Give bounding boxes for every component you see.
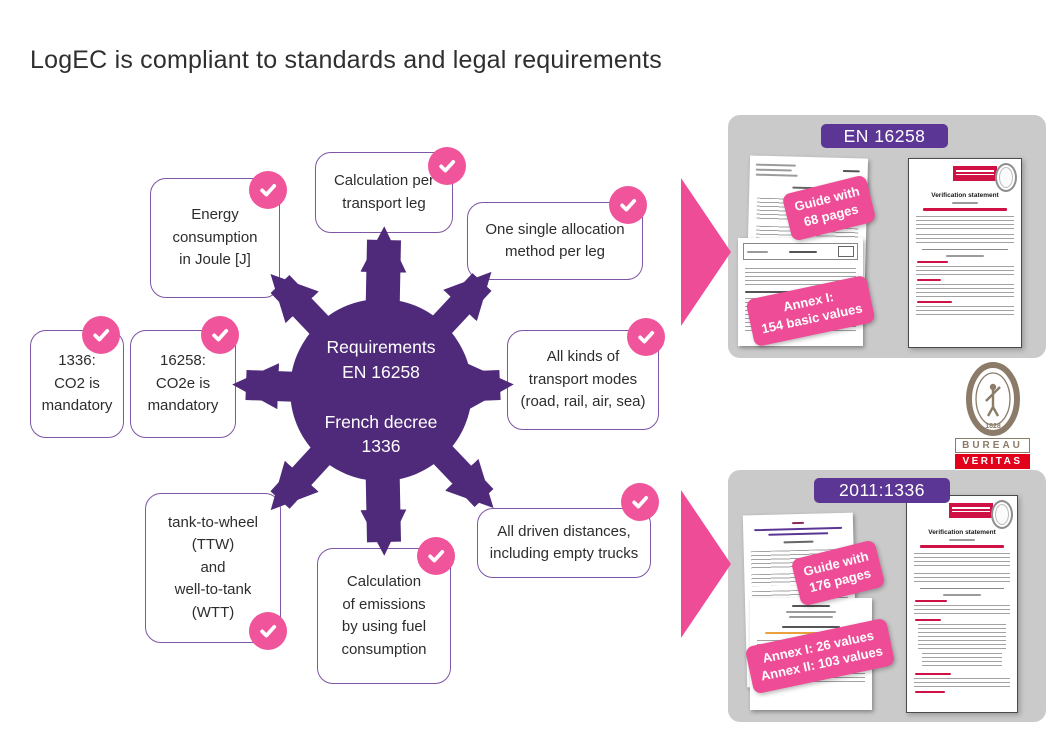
bureau-veritas-banner xyxy=(953,166,997,181)
check-badge xyxy=(417,537,455,575)
bureau-veritas-seal-icon: 1828 xyxy=(965,362,1020,436)
check-badge xyxy=(428,147,466,185)
panel-2011-1336-title: 2011:1336 xyxy=(814,478,950,503)
verification-doc-title: Verification statement xyxy=(931,192,999,199)
hub-label: Requirements EN 16258 French decree 1336 xyxy=(324,337,438,457)
check-icon xyxy=(632,495,649,509)
check-icon xyxy=(212,328,229,342)
panel-en16258-title: EN 16258 xyxy=(821,124,948,148)
veritas-label: VERITAS xyxy=(955,454,1030,469)
check-icon xyxy=(93,328,110,342)
seal-icon xyxy=(991,500,1013,529)
check-badge xyxy=(249,171,287,209)
check-badge xyxy=(201,316,239,354)
check-icon xyxy=(260,183,277,197)
node-16258-co2e: 16258: CO2e is mandatory xyxy=(130,330,236,438)
check-badge xyxy=(82,316,120,354)
check-badge xyxy=(627,318,665,356)
verification-document: Verification statement xyxy=(906,495,1018,713)
seal-icon xyxy=(995,163,1017,192)
check-icon xyxy=(439,159,456,173)
check-icon xyxy=(620,198,637,212)
check-icon xyxy=(428,549,445,563)
verification-document: Verification statement xyxy=(908,158,1022,348)
node-driven-distances: All driven distances, including empty tr… xyxy=(477,508,651,578)
check-icon xyxy=(638,330,655,344)
check-badge xyxy=(609,186,647,224)
check-badge xyxy=(249,612,287,650)
pink-arrow-top-icon xyxy=(681,178,731,326)
verification-doc-title: Verification statement xyxy=(928,529,996,536)
check-icon xyxy=(260,624,277,638)
node-ttw-wtt: tank-to-wheel (TTW) and well-to-tank (WT… xyxy=(145,493,281,643)
bureau-veritas-banner xyxy=(949,503,993,518)
pink-arrow-bottom-icon xyxy=(681,490,731,638)
bureau-veritas-logo: 1828 BUREAU VERITAS xyxy=(955,362,1030,469)
seal-year: 1828 xyxy=(985,423,1001,430)
page-title: LogEC is compliant to standards and lega… xyxy=(30,46,662,74)
bureau-label: BUREAU xyxy=(955,438,1030,453)
check-badge xyxy=(621,483,659,521)
